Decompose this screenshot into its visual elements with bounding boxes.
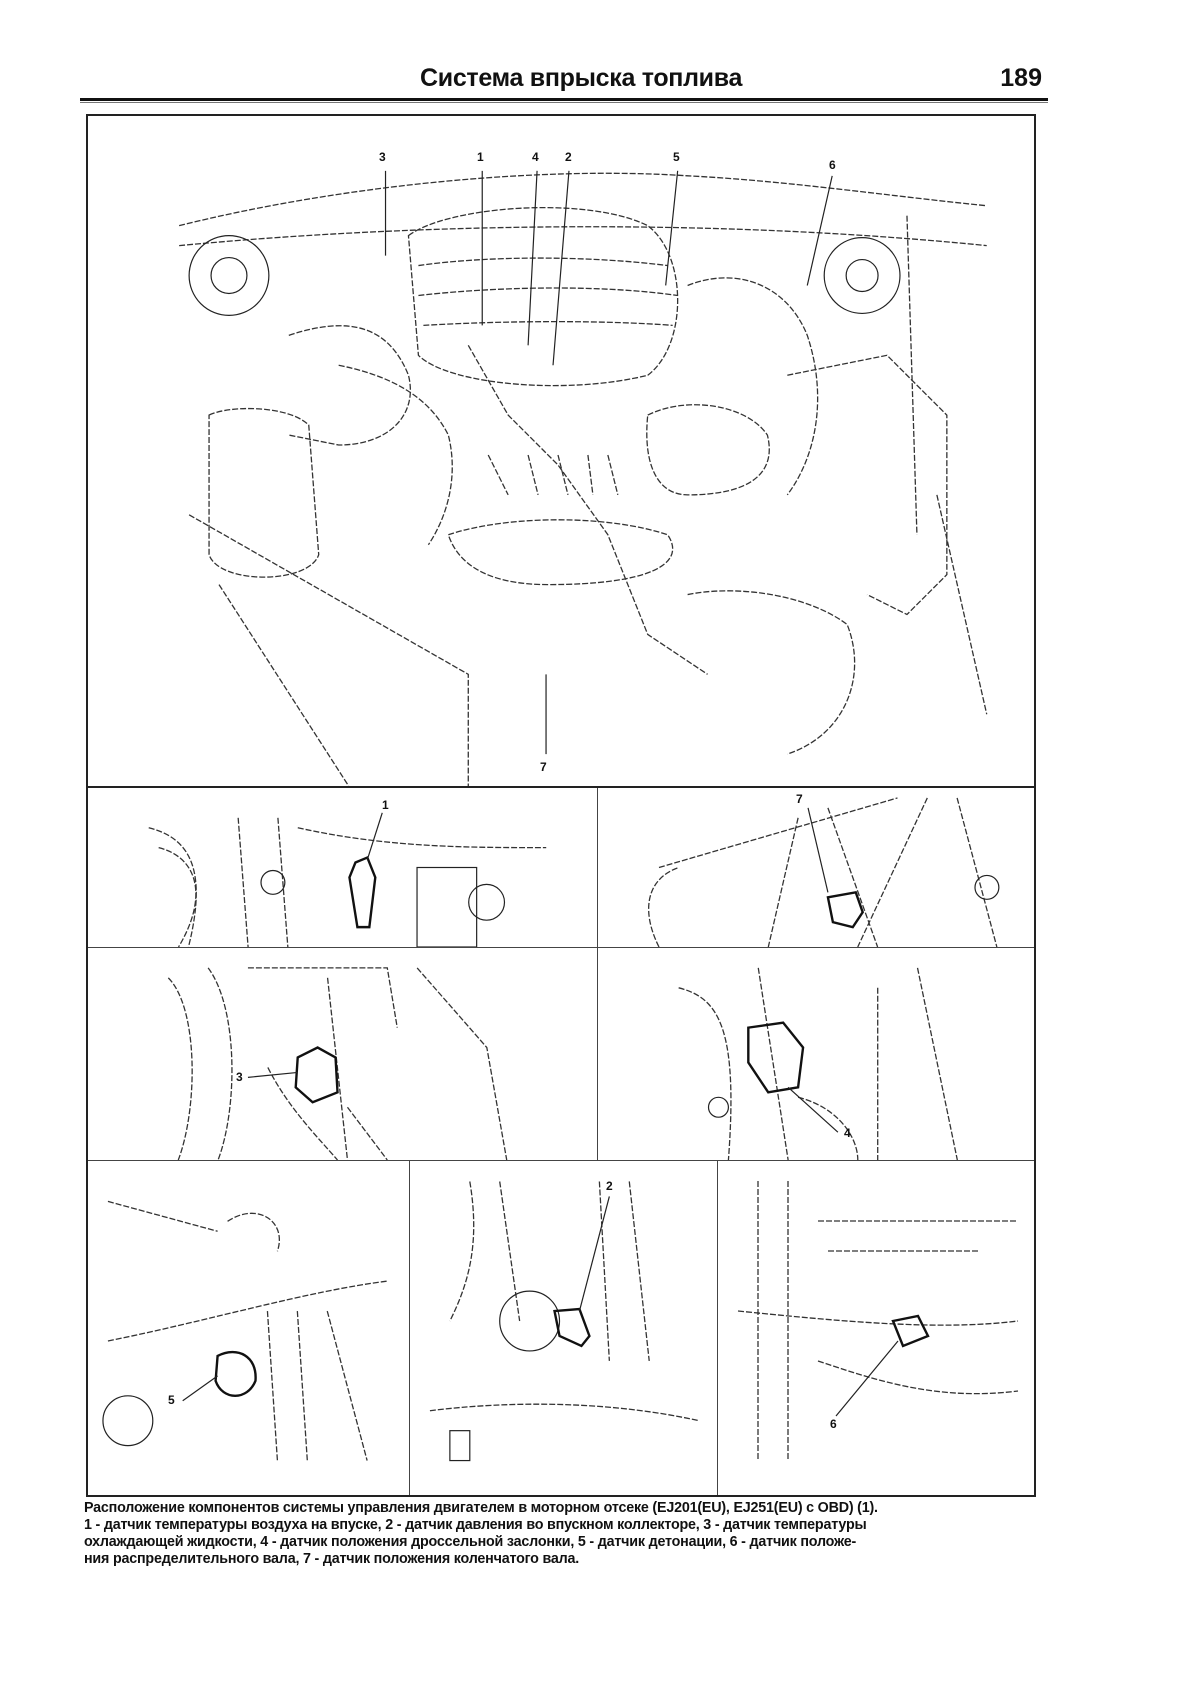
callout-1-detail: 1 xyxy=(382,798,389,812)
sensor-line-art xyxy=(737,1181,1019,1461)
callout-4-detail: 4 xyxy=(844,1126,851,1140)
sensor-line-art xyxy=(648,797,1000,947)
callout-5-detail: 5 xyxy=(168,1393,175,1407)
sensor-line-art xyxy=(148,812,547,947)
caption-title: Расположение компонентов системы управле… xyxy=(84,1500,878,1516)
callout-3-detail: 3 xyxy=(236,1070,243,1084)
callout-6: 6 xyxy=(829,158,836,172)
detail-crankshaft-position-sensor: 6 xyxy=(718,1161,1034,1495)
engine-line-art xyxy=(178,170,988,786)
detail-throttle-position-sensor: 4 xyxy=(598,948,1034,1161)
page-title: Система впрыска топлива xyxy=(420,64,743,92)
caption-legend-line: 1 - датчик температуры воздуха на впуске… xyxy=(84,1517,867,1533)
detail-intake-air-temp-sensor: 1 xyxy=(88,788,598,948)
figure-caption: Расположение компонентов системы управле… xyxy=(84,1500,1044,1568)
header-rule xyxy=(80,98,1048,101)
detail-knock-sensor: 5 xyxy=(88,1161,410,1495)
page-header: Система впрыска топлива 189 xyxy=(80,60,1048,100)
callout-6-detail: 6 xyxy=(830,1417,837,1431)
header-rule-thin xyxy=(80,102,1048,103)
callout-2: 2 xyxy=(565,150,572,164)
detail-coolant-temp-sensor: 3 xyxy=(88,948,598,1161)
caption-legend-line: охлаждающей жидкости, 4 - датчик положен… xyxy=(84,1534,857,1550)
engine-bay-overview-drawing: 3 1 4 2 5 6 7 xyxy=(88,116,1034,788)
callout-5: 5 xyxy=(673,150,680,164)
engine-bay-figure: 3 1 4 2 5 6 7 1 7 xyxy=(86,114,1036,1497)
callout-7: 7 xyxy=(540,760,547,774)
sensor-line-art xyxy=(167,967,508,1160)
callout-1: 1 xyxy=(477,150,484,164)
detail-camshaft-position-sensor: 7 xyxy=(598,788,1034,948)
caption-legend-line: ния распределительного вала, 7 - датчик … xyxy=(84,1551,580,1567)
callout-2-detail: 2 xyxy=(606,1179,613,1193)
detail-manifold-pressure-sensor: 2 xyxy=(410,1161,718,1495)
page-number: 189 xyxy=(1000,64,1042,92)
sensor-line-art xyxy=(102,1200,388,1461)
callout-3: 3 xyxy=(379,150,386,164)
callout-7-detail: 7 xyxy=(796,792,803,806)
sensor-line-art xyxy=(678,967,958,1160)
sensor-line-art xyxy=(429,1181,700,1462)
callout-4: 4 xyxy=(532,150,539,164)
